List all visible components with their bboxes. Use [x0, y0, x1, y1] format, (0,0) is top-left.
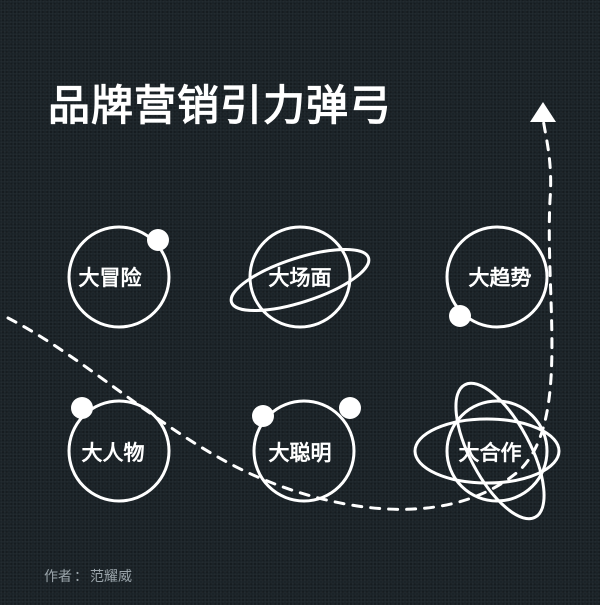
node-label: 大合作 [459, 441, 522, 465]
node-label: 大场面 [269, 266, 332, 290]
orbit-ring-b [454, 381, 546, 521]
moon-dot [147, 229, 169, 251]
trajectory-arrowhead-icon [530, 102, 556, 122]
node-da-mao-xian: 大冒险 [67, 225, 171, 329]
moon-dot-right [339, 397, 361, 419]
orbit-ring-a [413, 417, 561, 485]
page-title: 品牌营销引力弹弓 [48, 81, 393, 130]
node-da-ren-wu: 大人物 [67, 397, 171, 503]
node-da-chang-mian: 大场面 [229, 225, 371, 329]
node-da-cong-ming: 大聪明 [252, 397, 361, 503]
author-name: 范耀威 [90, 569, 132, 585]
moon-dot-left [252, 405, 274, 427]
node-da-he-zuo: 大合作 [413, 381, 561, 521]
author-separator: ： [74, 569, 88, 585]
author-credit: 作者：范耀威 [44, 566, 132, 586]
node-label: 大人物 [82, 441, 145, 465]
author-label: 作者 [44, 569, 72, 585]
node-label: 大冒险 [79, 266, 143, 290]
node-label: 大聪明 [269, 441, 332, 465]
orbit-ring [229, 247, 371, 313]
moon-dot [449, 305, 471, 327]
node-label: 大趋势 [469, 266, 532, 290]
moon-dot [71, 397, 93, 419]
node-da-qu-shi: 大趋势 [445, 225, 549, 329]
